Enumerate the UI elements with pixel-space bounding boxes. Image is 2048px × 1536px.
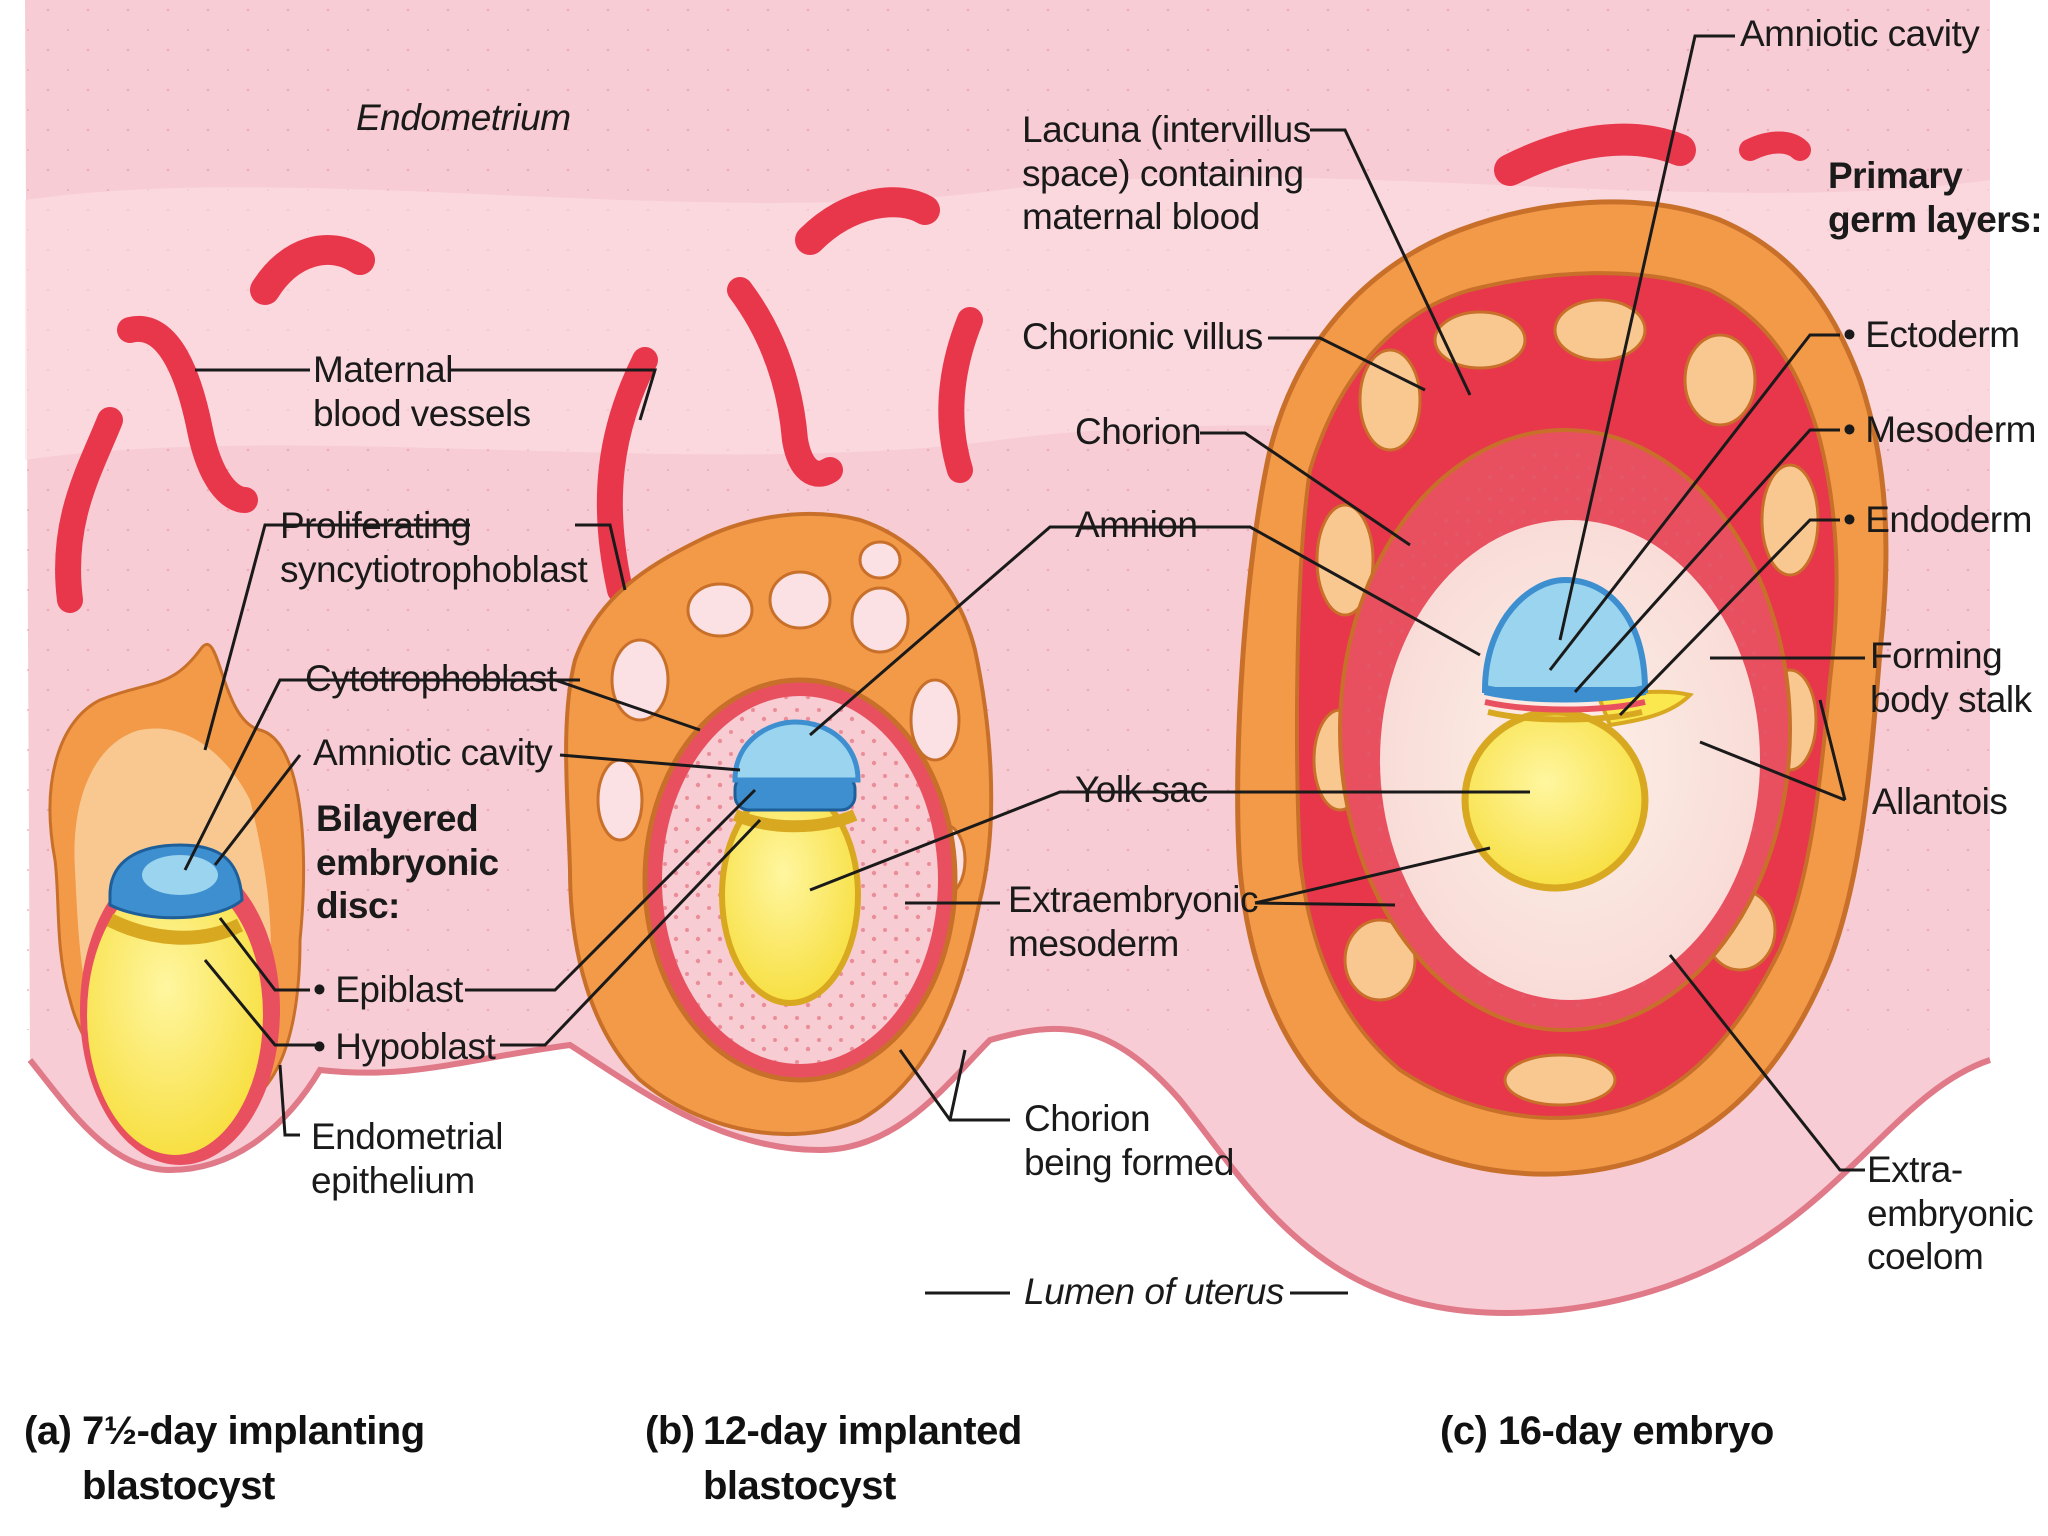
lacuna-line1: Lacuna (intervillus (1022, 109, 1311, 150)
chorionic-villus-label: Chorionic villus (1022, 316, 1263, 357)
primary-germ-layers-line1: Primary (1828, 155, 1963, 196)
endometrial-epithelium-line1: Endometrial (311, 1116, 503, 1157)
caption-a-line1: 7½-day implanting (82, 1409, 425, 1453)
amnion-c (1481, 576, 1649, 693)
caption-b-line1: 12-day implanted (703, 1409, 1022, 1453)
maternal-blood-vessels-line1: Maternal (313, 349, 453, 390)
embryo-c (1235, 199, 1889, 1177)
caption-a-letter: (a) (24, 1409, 72, 1453)
chorion-being-formed-label: Chorion being formed (1024, 1097, 1234, 1184)
endometrial-epithelium-line2: epithelium (311, 1159, 475, 1201)
maternal-blood-vessels-line2: blood vessels (313, 392, 531, 434)
proliferating-syncytiotrophoblast-label: Proliferating syncytiotrophoblast (280, 504, 588, 591)
extraembryonic-coelom-line1: Extra- (1867, 1149, 1963, 1190)
hypoblast-label: • Hypoblast (313, 1026, 496, 1067)
caption-c: (c)16-day embryo (1440, 1404, 1774, 1459)
bilayered-embryonic-disc-label: Bilayered embryonic disc: (316, 797, 499, 928)
amnion-label: Amnion (1075, 504, 1198, 545)
maternal-blood-vessels (55, 123, 1811, 613)
forming-body-stalk-line1: Forming (1870, 635, 2003, 676)
extraembryonic-coelom-line3: coelom (1867, 1236, 1984, 1278)
lacuna-line2: space) containing (1022, 152, 1304, 194)
proliferating-syncytiotrophoblast-line1: Proliferating (280, 505, 471, 546)
bilayered-line3: disc: (316, 885, 400, 927)
endometrial-epithelium-label: Endometrial epithelium (311, 1115, 503, 1202)
amniotic-cavity-a-label: Amniotic cavity (313, 732, 553, 773)
endometrium-label: Endometrium (356, 97, 571, 138)
yolk-cavity-a (87, 875, 263, 1155)
bilayered-line1: Bilayered (316, 798, 479, 839)
caption-b-line2: blastocyst (703, 1464, 896, 1509)
caption-a-line2: blastocyst (82, 1464, 275, 1509)
hypoblast-b (732, 809, 858, 833)
extraembryonic-mesoderm-line2: mesoderm (1008, 922, 1179, 964)
lumen-of-uterus-label: Lumen of uterus (1024, 1271, 1284, 1312)
maternal-blood-vessels-label: Maternal blood vessels (313, 348, 531, 435)
cytotrophoblast-label: Cytotrophoblast (305, 658, 557, 699)
lacuna-label: Lacuna (intervillus space) containing ma… (1022, 108, 1311, 239)
forming-body-stalk-line2: body stalk (1870, 678, 2032, 720)
bilayered-line2: embryonic (316, 841, 499, 883)
endometrial-epithelium-edge (27, 1025, 1991, 1317)
lacuna-line3: maternal blood (1022, 196, 1260, 238)
yolk-sac-label: Yolk sac (1075, 769, 1208, 810)
chorion-being-formed-line2: being formed (1024, 1141, 1234, 1183)
endoderm-label: • Endoderm (1843, 499, 2032, 540)
leader-lines (183, 34, 1865, 1295)
extraembryonic-mesoderm-label: Extraembryonic mesoderm (1008, 878, 1259, 965)
proliferating-syncytiotrophoblast-line2: syncytiotrophoblast (280, 548, 588, 590)
forming-body-stalk-label: Forming body stalk (1870, 634, 2032, 721)
hypoblast-a (106, 913, 244, 945)
primary-germ-layers-line2: germ layers: (1828, 198, 2043, 240)
caption-b: (b)12-day implanted blastocyst (645, 1404, 1022, 1514)
amniotic-cavity-c-label: Amniotic cavity (1740, 13, 1980, 54)
ectoderm-label: • Ectoderm (1843, 314, 2020, 355)
chorion-being-formed-line1: Chorion (1024, 1098, 1151, 1139)
epiblast-label: • Epiblast (313, 969, 463, 1010)
mesoderm-label: • Mesoderm (1843, 409, 2037, 450)
extraembryonic-mesoderm-line1: Extraembryonic (1008, 879, 1259, 920)
yolk-sac-c (1461, 708, 1649, 892)
amniotic-cavity-a-shape (142, 855, 218, 895)
blastocyst-b (564, 511, 994, 1137)
primary-germ-layers-label: Primary germ layers: (1828, 154, 2043, 241)
amnion-b (732, 719, 861, 783)
caption-c-line1: 16-day embryo (1498, 1409, 1774, 1453)
chorion-label: Chorion (1075, 411, 1202, 452)
caption-b-letter: (b) (645, 1409, 695, 1453)
allantois-label: Allantois (1872, 781, 2008, 822)
extraembryonic-coelom-label: Extra- embryonic coelom (1867, 1148, 2034, 1279)
extraembryonic-coelom-line2: embryonic (1867, 1192, 2034, 1234)
caption-c-letter: (c) (1440, 1409, 1488, 1453)
caption-a: (a)7½-day implanting blastocyst (24, 1404, 425, 1514)
germ-layers-c (1483, 685, 1647, 703)
